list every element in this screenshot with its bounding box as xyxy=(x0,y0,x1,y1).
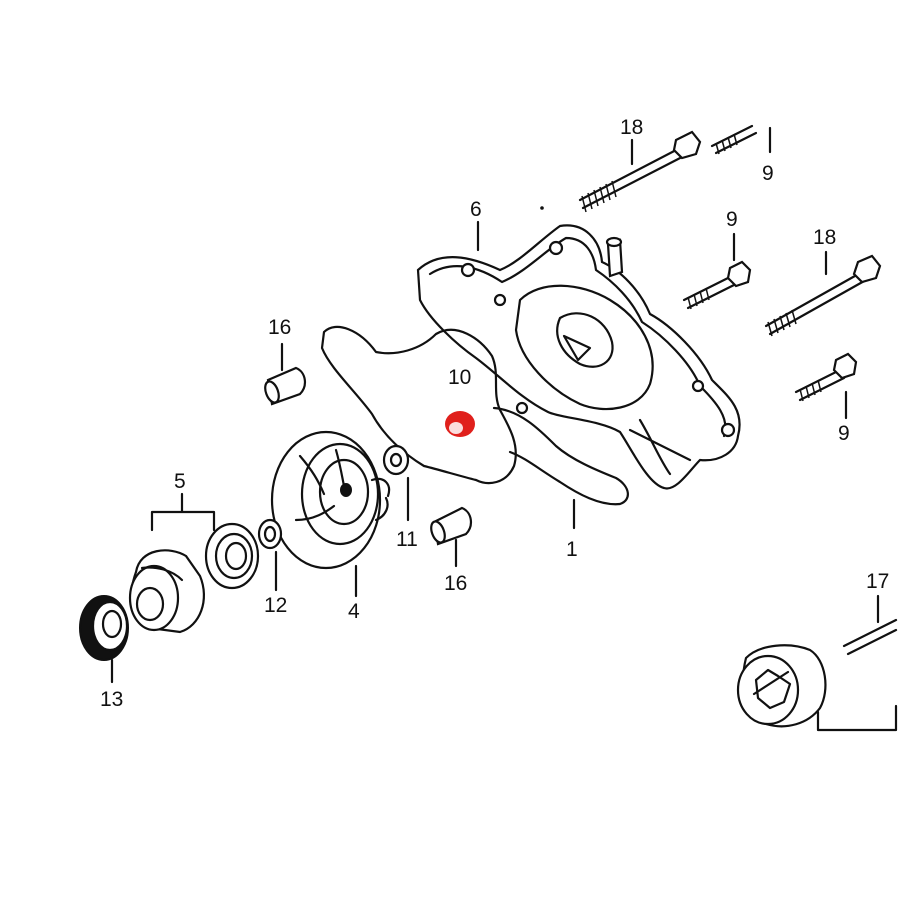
seal-12[interactable] xyxy=(257,518,283,550)
callout-11: 11 xyxy=(396,528,418,551)
washer-11[interactable] xyxy=(382,444,410,476)
bolt-18-right[interactable] xyxy=(764,254,882,337)
callout-5: 5 xyxy=(174,470,186,493)
bolt-9-lower[interactable] xyxy=(794,352,858,402)
callout-9-lower: 9 xyxy=(838,422,850,445)
bracket-5 xyxy=(150,492,216,532)
callout-16-top: 16 xyxy=(268,316,291,339)
callout-12: 12 xyxy=(264,594,287,617)
callout-10: 10 xyxy=(448,366,471,389)
callout-13: 13 xyxy=(100,688,123,711)
callout-9-mid: 9 xyxy=(726,208,738,231)
callout-9-topright: 9 xyxy=(762,162,774,185)
reference-dot xyxy=(540,206,544,210)
bolt-9-mid[interactable] xyxy=(682,260,752,310)
mechanical-seal-5-ring[interactable] xyxy=(204,522,260,590)
callout-17: 17 xyxy=(866,570,889,593)
callout-4: 4 xyxy=(348,600,360,623)
pin-17[interactable] xyxy=(842,618,898,656)
bolt-9-topright[interactable] xyxy=(710,124,758,155)
callout-18-right: 18 xyxy=(813,226,836,249)
bolt-18-top[interactable] xyxy=(578,130,702,213)
gasket-1[interactable] xyxy=(320,325,629,506)
callout-1: 1 xyxy=(566,538,578,561)
callout-18-top: 18 xyxy=(620,116,643,139)
callout-16-bottom: 16 xyxy=(444,572,467,595)
pump-body-6[interactable] xyxy=(416,224,741,490)
o-ring-10[interactable] xyxy=(445,411,475,437)
mechanical-seal-5-body[interactable] xyxy=(128,549,205,634)
drive-coupling[interactable] xyxy=(736,644,827,728)
oil-seal-13[interactable] xyxy=(79,595,129,661)
dowel-pin-16-bottom[interactable] xyxy=(429,506,472,546)
callout-6: 6 xyxy=(470,198,482,221)
dowel-pin-16-top[interactable] xyxy=(263,366,306,406)
impeller-4[interactable] xyxy=(270,430,391,570)
leader-coupling xyxy=(816,704,898,732)
